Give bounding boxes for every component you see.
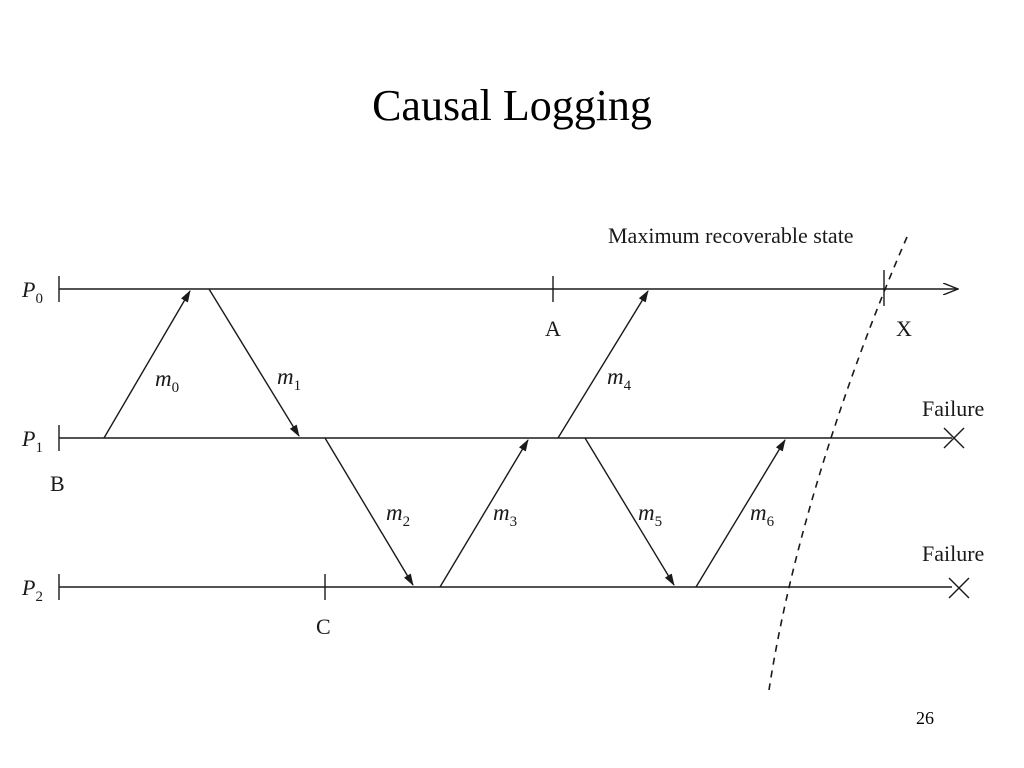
page-number: 26 <box>916 708 934 728</box>
message-label-m0: m0 <box>155 366 179 396</box>
message-arrow-m5 <box>584 437 675 586</box>
process-label-p2: P2 <box>21 575 43 605</box>
message-arrow-m1 <box>208 288 300 437</box>
message-label-m5: m5 <box>638 500 662 530</box>
slide-title: Causal Logging <box>372 81 652 130</box>
message-label-m6: m6 <box>750 500 775 530</box>
failure-label-p2: Failure <box>922 541 984 566</box>
message-arrow-m3 <box>439 439 529 588</box>
failure-label-p1: Failure <box>922 396 984 421</box>
checkpoint-label-x: X <box>896 316 912 341</box>
failure-cross-p1 <box>943 427 965 449</box>
message-label-m2: m2 <box>386 500 410 530</box>
recovery-line <box>768 236 908 691</box>
failure-cross-p2 <box>948 577 970 599</box>
message-arrow-m6 <box>695 439 786 588</box>
process-label-p0: P0 <box>21 277 43 307</box>
process-label-p1: P1 <box>21 426 43 456</box>
checkpoint-label-a: A <box>545 316 561 341</box>
message-arrow-m0 <box>103 290 191 439</box>
message-label-m4: m4 <box>607 364 632 394</box>
message-label-m1: m1 <box>277 364 301 394</box>
message-label-m3: m3 <box>493 500 517 530</box>
recovery-line-label: Maximum recoverable state <box>608 223 854 248</box>
checkpoint-label-c: C <box>316 614 331 639</box>
message-arrow-m2 <box>324 437 414 586</box>
checkpoint-label-b: B <box>50 471 65 496</box>
message-arrow-m4 <box>557 290 649 439</box>
